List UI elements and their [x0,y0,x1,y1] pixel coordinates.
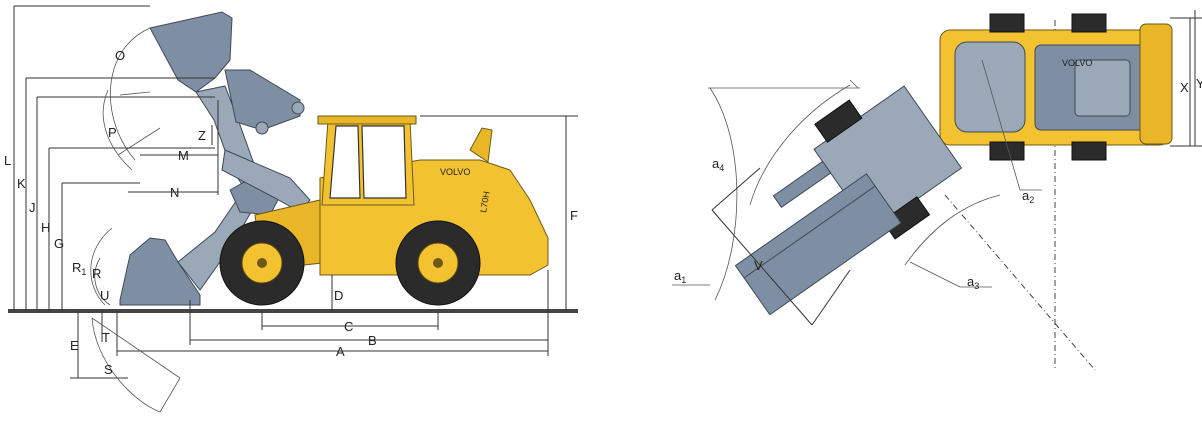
length-dimensions [116,270,549,356]
label-a1: a1 [674,268,686,285]
exhaust [469,127,493,163]
front-wheel [219,220,305,306]
label-E: E [70,338,79,353]
side-model-text: L70H [478,190,492,213]
reach-dimensions [128,154,218,193]
width-dimensions-xy [1170,10,1202,147]
top-bucket [734,173,902,316]
label-F: F [570,208,578,223]
label-J: J [29,200,36,215]
lowered-bucket [119,179,281,306]
label-M: M [178,148,189,163]
rear-wheel [395,220,481,306]
label-a2: a2 [1022,188,1034,205]
label-U: U [100,288,109,303]
label-G: G [54,236,64,251]
leader-lines [672,59,1042,288]
top-brand-text: VOLVO [1062,58,1092,68]
top-mid-wheel-left [989,13,1025,33]
dig-depth-dimensions [70,311,128,379]
label-D: D [334,288,343,303]
label-A: A [336,344,345,359]
label-R1: R1 [72,260,86,277]
label-C: C [344,319,353,334]
label-K: K [17,176,26,191]
label-B: B [368,333,377,348]
label-S: S [104,362,113,377]
label-X: X [1180,80,1189,95]
label-O: O [115,48,125,63]
angle-arcs [90,27,181,413]
turning-arcs [708,79,1001,301]
label-P: P [108,125,117,140]
top-rear-wheel-right [1071,141,1107,161]
label-a4: a4 [712,156,724,173]
label-a3: a3 [967,274,979,291]
label-V: V [754,258,763,273]
top-dimension-labels: a1 a2 a3 a4 V X Y [674,76,1202,291]
label-Z: Z [198,128,206,143]
vertical-dimensions [13,5,578,311]
top-rear-wheel-left [1071,13,1107,33]
width-dimension-v [711,167,851,326]
label-R: R [92,266,101,281]
side-brand-text: VOLVO [440,167,470,177]
label-T: T [102,330,110,345]
top-rear-section: VOLVO [939,23,1173,146]
cab [317,115,417,206]
side-view: VOLVO L70H [4,5,578,413]
top-view: VOLVO [672,10,1202,371]
label-L: L [4,153,11,168]
label-N: N [170,185,179,200]
top-mid-wheel-right [989,141,1025,161]
label-H: H [41,220,50,235]
label-Y: Y [1196,76,1202,91]
